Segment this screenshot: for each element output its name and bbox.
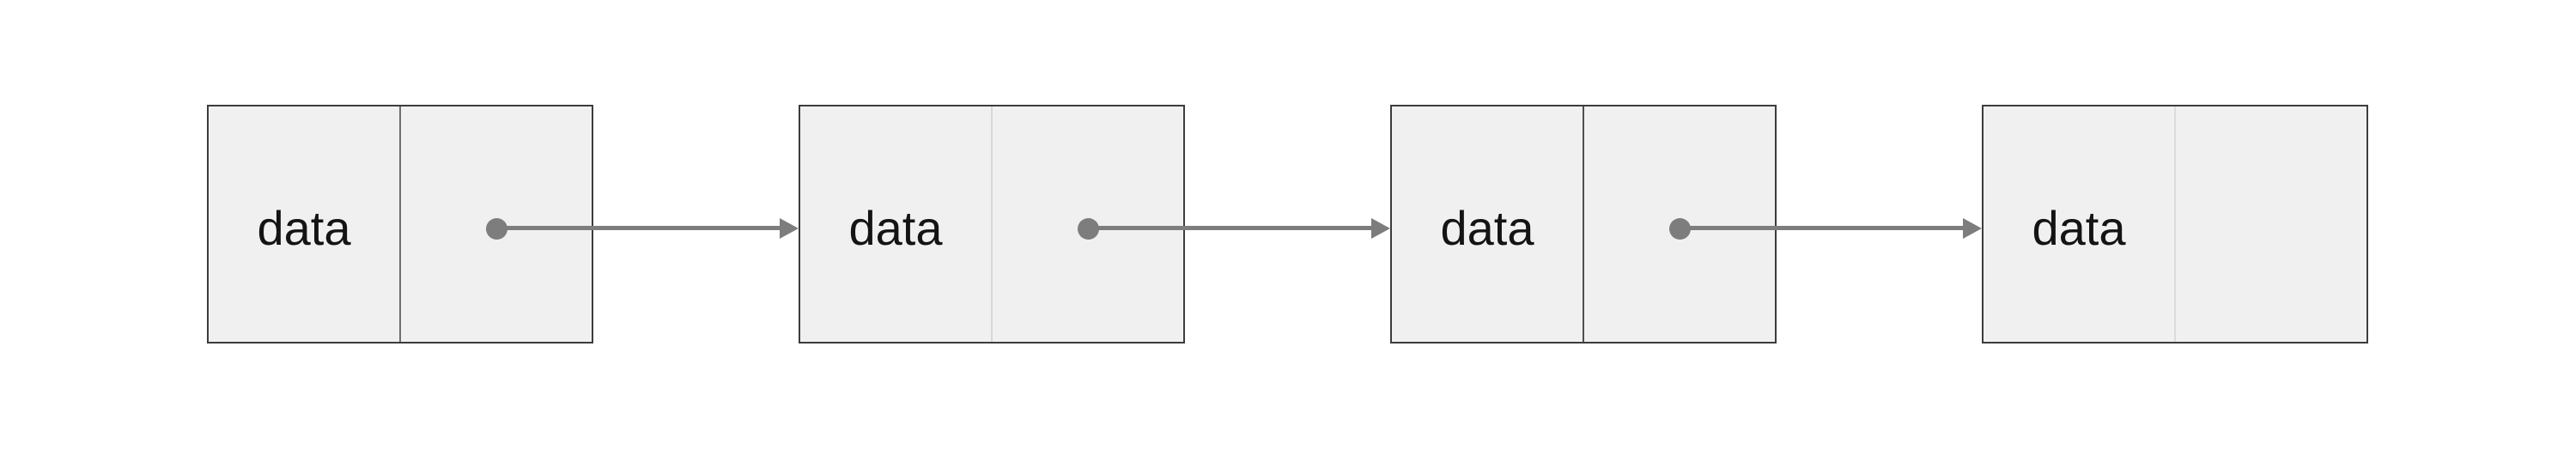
node-data-cell: data	[1984, 106, 2176, 342]
arrowhead-icon	[780, 218, 799, 239]
node-next-pointer-cell-empty	[2176, 106, 2366, 342]
node-data-cell: data	[1392, 106, 1584, 342]
node-next-pointer-cell	[993, 106, 1183, 342]
node-data-label: data	[2032, 201, 2126, 255]
arrowhead-icon	[1371, 218, 1390, 239]
list-node: data	[799, 105, 1185, 344]
arrow-line	[1087, 226, 1371, 230]
node-data-label: data	[1440, 201, 1534, 255]
node-data-cell: data	[800, 106, 993, 342]
list-node: data	[1390, 105, 1777, 344]
list-node: data	[207, 105, 593, 344]
arrowhead-icon	[1963, 218, 1982, 239]
arrow-line	[495, 226, 780, 230]
node-next-pointer-cell	[1584, 106, 1775, 342]
node-data-cell: data	[209, 106, 401, 342]
node-next-pointer-cell	[401, 106, 592, 342]
node-data-label: data	[257, 201, 351, 255]
node-data-label: data	[848, 201, 943, 255]
list-node-tail: data	[1982, 105, 2368, 344]
arrow-line	[1679, 226, 1963, 230]
